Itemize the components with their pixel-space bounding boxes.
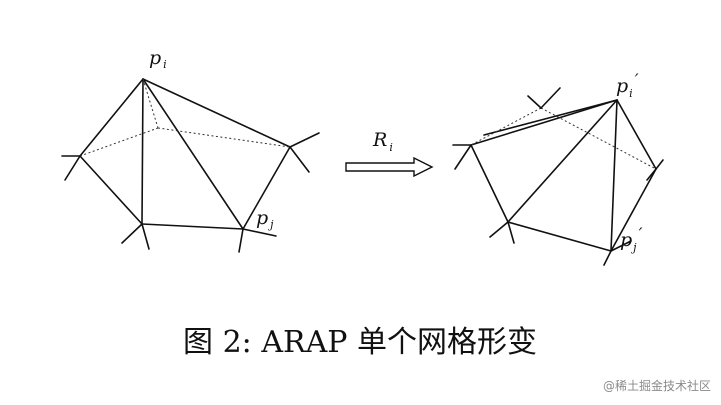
- edge-stub: [289, 146, 310, 173]
- edge-stub: [141, 223, 150, 250]
- edge-pi-pj: [610, 99, 618, 252]
- edge-stub: [507, 221, 515, 244]
- hollow-arrow: [345, 156, 434, 178]
- label-pi-right: pi′: [616, 71, 639, 100]
- figure-caption: 图 2: ARAP 单个网格形变: [183, 325, 537, 360]
- edge: [470, 99, 618, 146]
- deformed-mesh-cell: [452, 87, 664, 266]
- edge: [141, 223, 244, 230]
- edge-pi-pj: [142, 78, 244, 230]
- edge-stub: [64, 155, 81, 181]
- edge-stub: [527, 95, 542, 109]
- edge-stub: [242, 228, 277, 237]
- edge: [507, 221, 612, 252]
- edge-stub: [489, 221, 509, 238]
- edge-pi-front: [507, 99, 618, 223]
- edge: [616, 99, 657, 170]
- edge-stub: [655, 159, 664, 170]
- edge-stub: [289, 132, 320, 148]
- edge: [483, 99, 618, 136]
- edge-pi-front: [141, 78, 144, 225]
- label-pj-right: pj′: [620, 225, 643, 254]
- rotation-arrow: [345, 156, 434, 178]
- edge-stub: [121, 223, 143, 244]
- edge-stub: [646, 168, 657, 181]
- edge-stub: [540, 87, 561, 109]
- edge-stub: [454, 144, 472, 170]
- edge: [470, 144, 509, 223]
- edge: [79, 155, 143, 225]
- edge-stub: [610, 240, 632, 252]
- original-mesh-cell: [61, 78, 320, 253]
- edge: [142, 78, 291, 148]
- edge: [610, 168, 657, 252]
- hidden-edge: [142, 78, 159, 129]
- edge: [242, 146, 291, 230]
- watermark: @稀土掘金技术社区: [603, 378, 711, 393]
- edge: [79, 78, 144, 157]
- edge-stub: [238, 228, 244, 253]
- edge-stub: [603, 250, 612, 266]
- hidden-edge: [540, 107, 657, 170]
- hidden-edge: [79, 127, 159, 157]
